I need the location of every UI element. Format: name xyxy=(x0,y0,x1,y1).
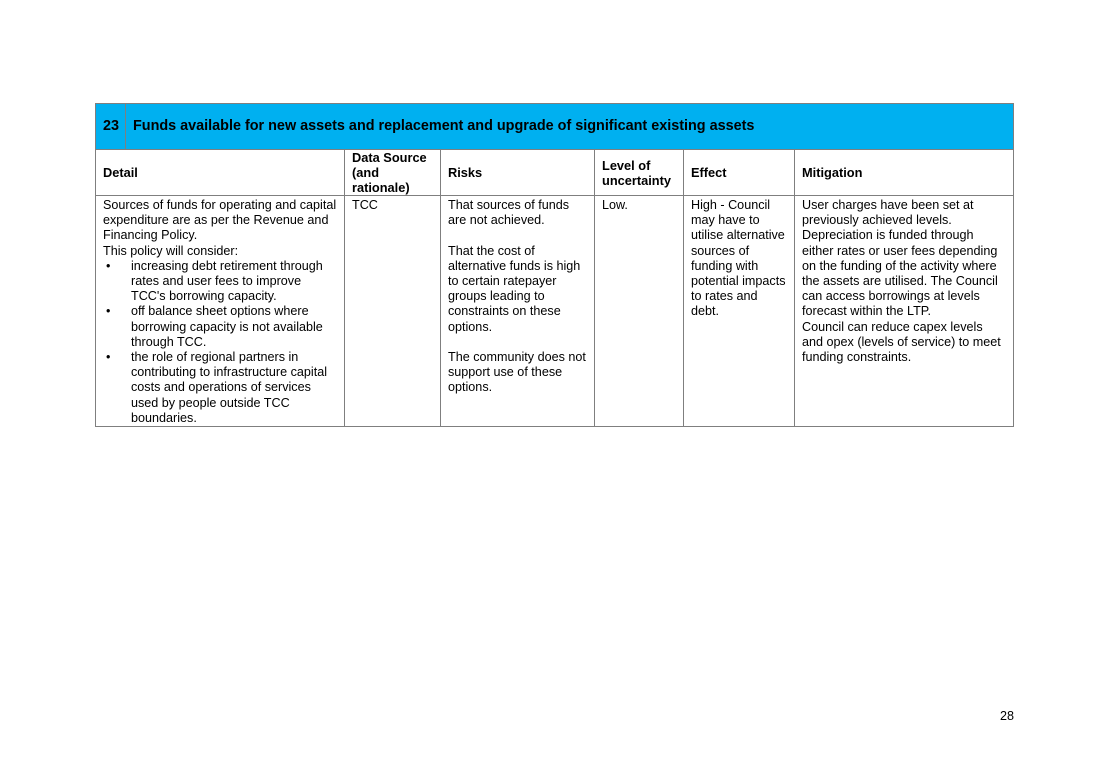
list-item: •off balance sheet options where borrowi… xyxy=(106,304,323,349)
mitigation-item: Depreciation is funded through either ra… xyxy=(802,228,998,319)
section-title: Funds available for new assets and repla… xyxy=(124,103,1015,150)
header-detail: Detail xyxy=(95,149,345,196)
uncertainty-cell: Low. xyxy=(594,194,684,428)
bullet-icon: • xyxy=(106,258,111,273)
page-number: 28 xyxy=(999,709,1014,723)
detail-bullet-list: •increasing debt retirement through rate… xyxy=(103,259,338,426)
mitigation-cell: User charges have been set at previously… xyxy=(793,194,1015,428)
bullet-icon: • xyxy=(106,304,111,319)
detail-cell: Sources of funds for operating and capit… xyxy=(95,194,345,428)
section-title-row: 23 Funds available for new assets and re… xyxy=(95,103,1015,150)
list-item: •increasing debt retirement through rate… xyxy=(106,258,323,304)
header-data-source: Data Source (and rationale) xyxy=(344,149,441,196)
effect-cell: High - Council may have to utilise alter… xyxy=(683,194,795,428)
header-risks: Risks xyxy=(440,149,595,196)
bullet-icon: • xyxy=(106,350,111,365)
risk-item: That sources of funds are not achieved. xyxy=(448,198,570,228)
header-level-of-uncertainty: Level of uncertainty xyxy=(594,149,684,196)
detail-policy-lead: This policy will consider: xyxy=(103,243,239,258)
mitigation-item: User charges have been set at previously… xyxy=(802,198,974,228)
detail-intro: Sources of funds for operating and capit… xyxy=(103,198,337,243)
risk-item: The community does not support use of th… xyxy=(448,350,586,395)
assumptions-table: 23 Funds available for new assets and re… xyxy=(95,103,1015,428)
risks-cell: That sources of funds are not achieved. … xyxy=(440,194,595,428)
risk-item: That the cost of alternative funds is hi… xyxy=(448,243,581,334)
column-header-row: Detail Data Source (and rationale) Risks… xyxy=(95,149,1015,196)
mitigation-item: Council can reduce capex levels and opex… xyxy=(802,319,1001,365)
header-effect: Effect xyxy=(683,149,795,196)
table-row: Sources of funds for operating and capit… xyxy=(95,194,1015,428)
header-mitigation: Mitigation xyxy=(793,149,1015,196)
data-source-cell: TCC xyxy=(344,194,441,428)
section-number: 23 xyxy=(95,103,126,150)
list-item: •the role of regional partners in contri… xyxy=(106,350,328,425)
